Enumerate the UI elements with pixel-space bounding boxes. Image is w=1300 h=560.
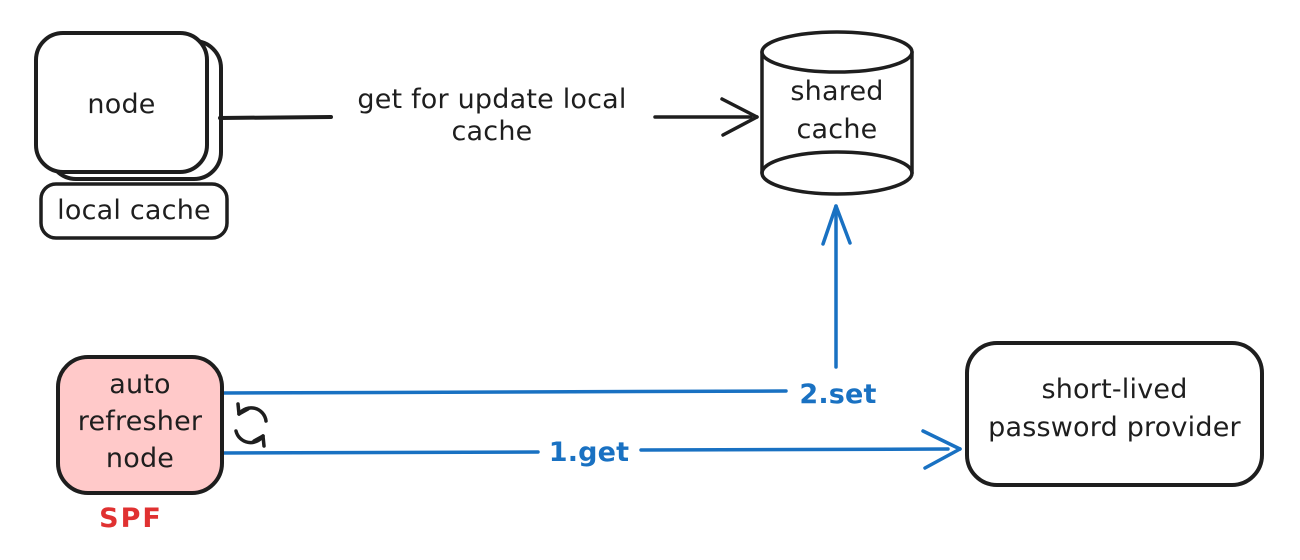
get-arrow	[221, 429, 962, 470]
get-label: 1.get	[548, 437, 630, 468]
set-arrow	[821, 204, 852, 369]
node-stack-shape	[34, 31, 223, 181]
local-cache-shape	[39, 182, 229, 240]
set-label: 2.set	[799, 379, 877, 410]
node-front-box	[34, 31, 209, 174]
password-provider-shape	[965, 341, 1264, 487]
get-update-label: get for update local cache	[357, 84, 627, 147]
set-line	[222, 389, 788, 395]
shared-cache-cylinder	[760, 30, 914, 196]
auto-refresher-shape	[56, 355, 224, 495]
get-update-arrow	[653, 97, 759, 137]
auto-refresher-label: auto refresher node	[77, 369, 203, 474]
refresh-icon	[234, 402, 268, 448]
shared-cache-label: shared cache	[790, 76, 884, 145]
password-provider-label: short-lived password provider	[988, 374, 1241, 443]
node-label: node	[87, 89, 156, 120]
local-cache-label: local cache	[57, 195, 211, 226]
node-connector-line	[218, 115, 333, 120]
spf-label: SPF	[99, 503, 163, 534]
